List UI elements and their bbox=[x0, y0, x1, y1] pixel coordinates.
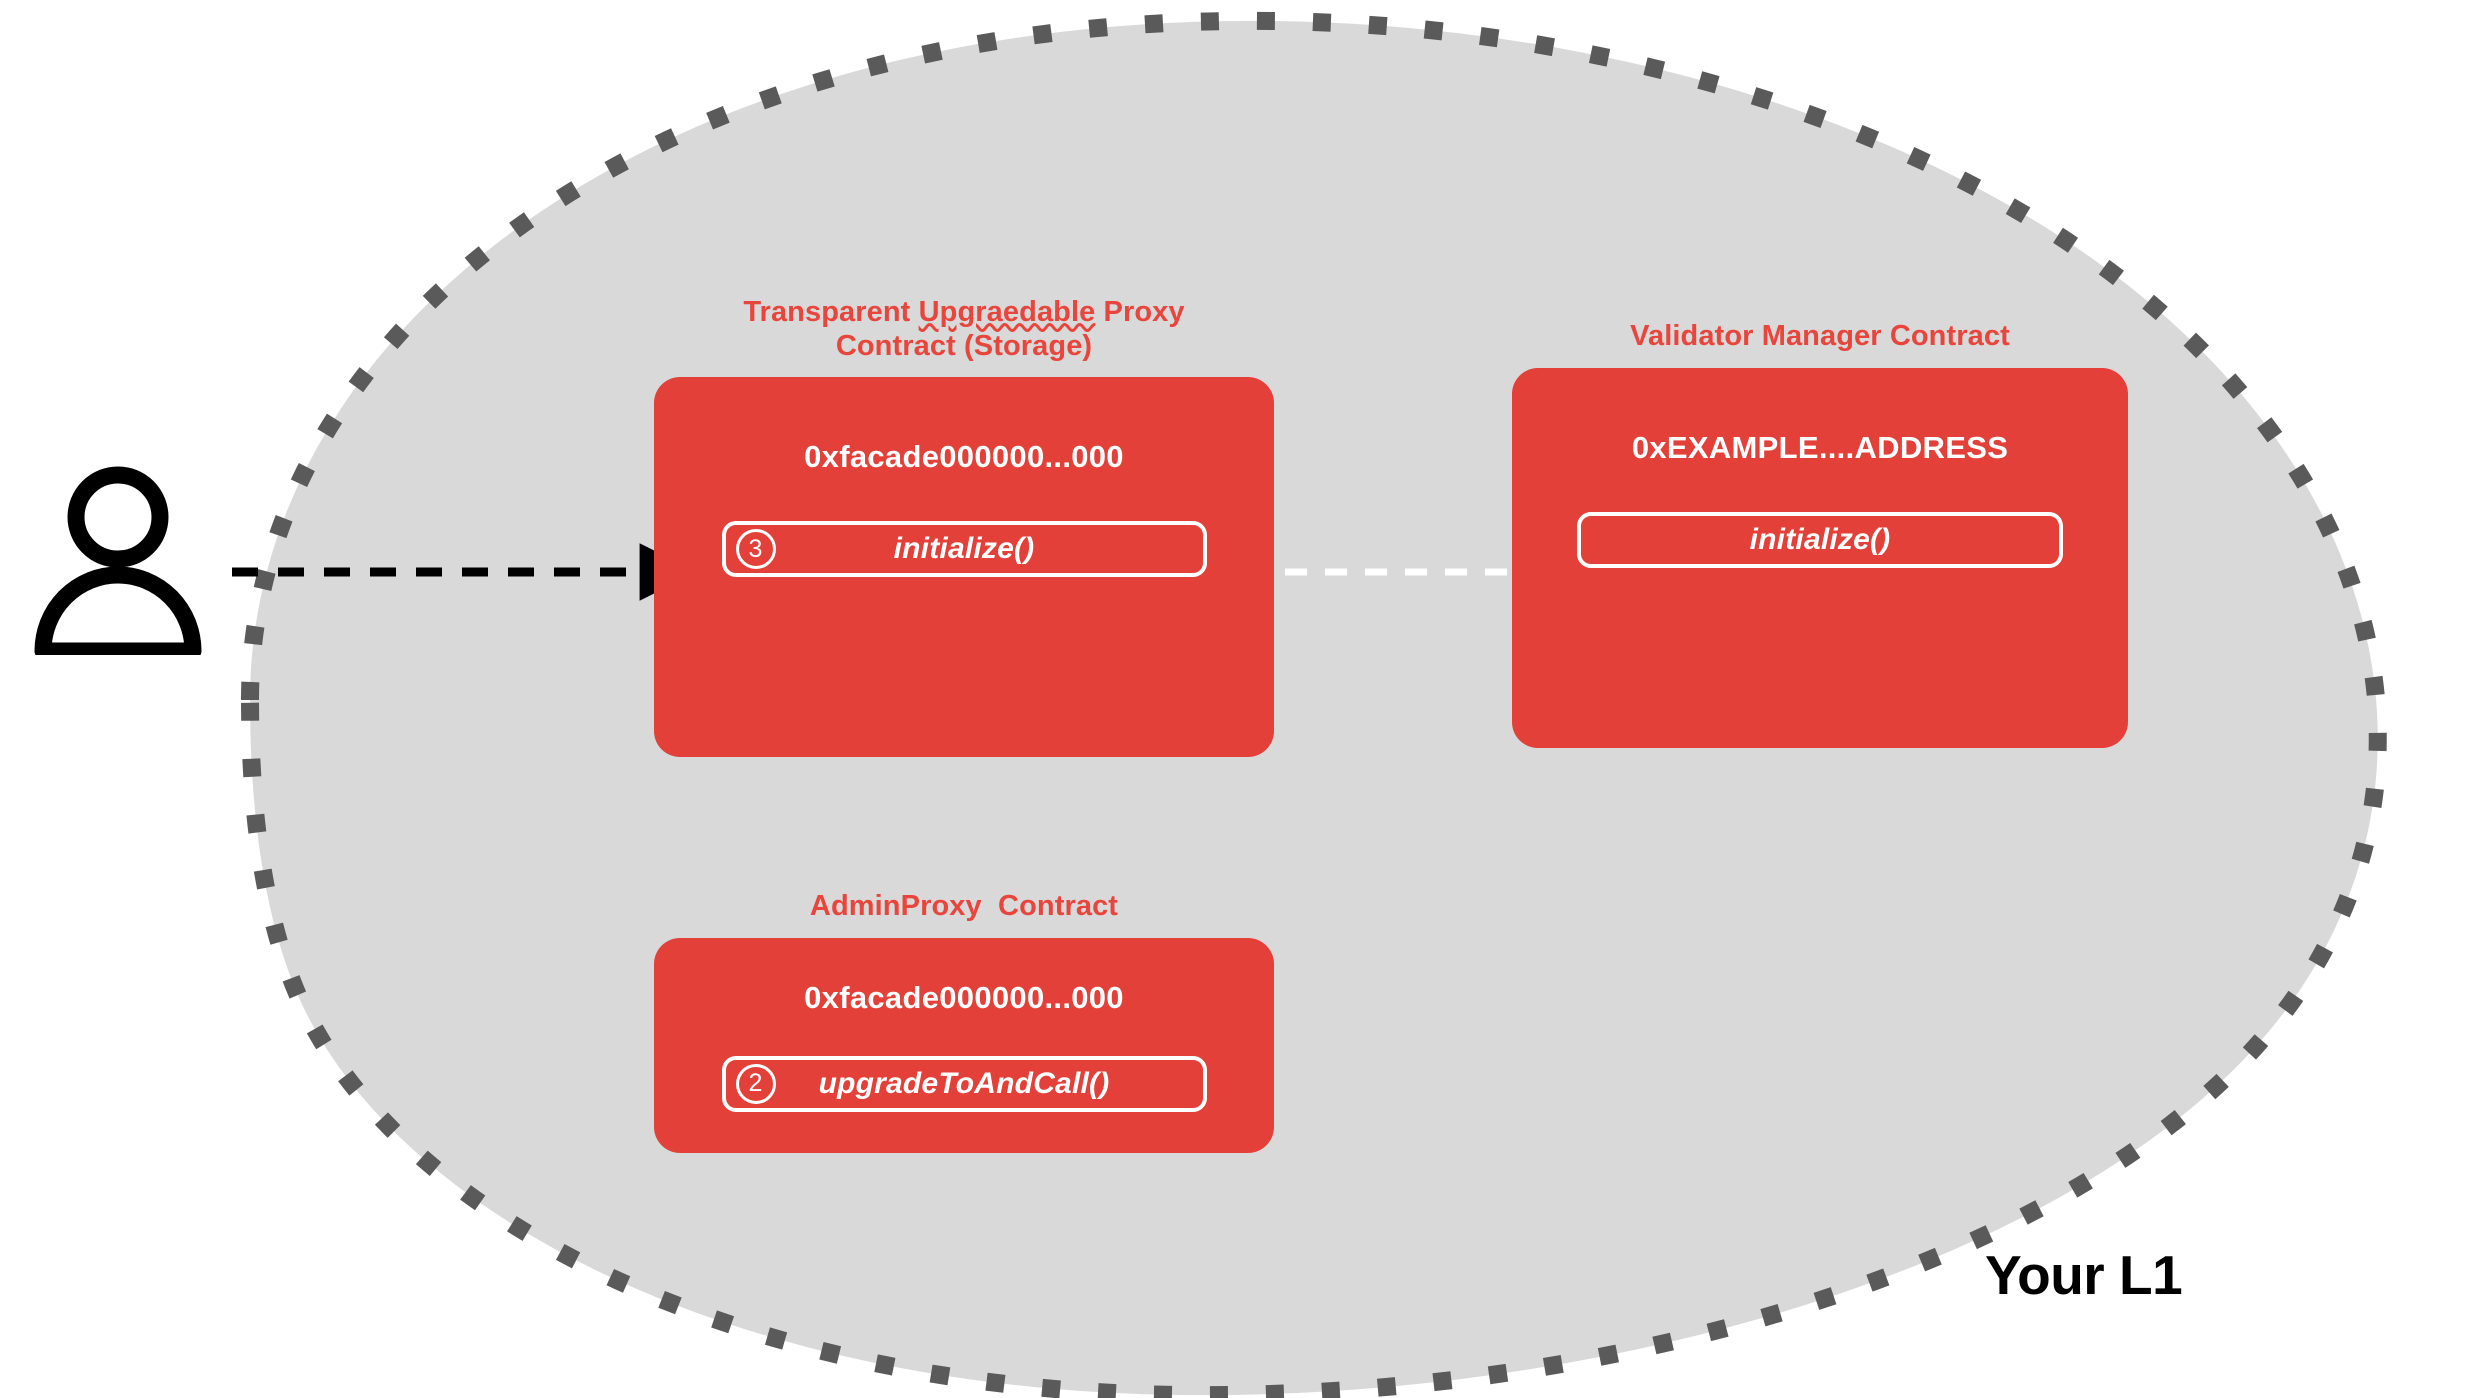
contract-admin-proxy[interactable]: AdminProxy Contract 0xfacade000000...000… bbox=[640, 890, 1288, 1153]
contract-title-validator-manager: Validator Manager Contract bbox=[1630, 320, 2010, 352]
contract-address-validator-manager: 0xEXAMPLE....ADDRESS bbox=[1631, 429, 2009, 465]
contract-box-proxy: 0xfacade000000...000 3 initialize() bbox=[654, 377, 1274, 758]
contract-title-admin-proxy: AdminProxy Contract bbox=[809, 890, 1119, 922]
title-suffix: Proxy bbox=[1095, 296, 1185, 328]
function-initialize-proxy[interactable]: 3 initialize() bbox=[721, 521, 1207, 578]
function-name: initialize() bbox=[1749, 522, 1891, 556]
title-misspelled-word: Upgraedable bbox=[918, 296, 1096, 328]
step-badge-3: 3 bbox=[735, 529, 776, 570]
contract-address-proxy: 0xfacade000000...000 bbox=[804, 439, 1124, 475]
function-name: upgradeToAndCall() bbox=[818, 1066, 1110, 1100]
title-prefix: Transparent bbox=[743, 296, 919, 328]
step-badge-2: 2 bbox=[735, 1063, 776, 1104]
function-row-validator-manager: initialize() bbox=[1512, 511, 2128, 568]
function-upgrade-to-and-call[interactable]: 2 upgradeToAndCall() bbox=[721, 1055, 1207, 1112]
function-row-admin-proxy: 2 upgradeToAndCall() bbox=[654, 1055, 1274, 1112]
function-name: initialize() bbox=[893, 532, 1035, 566]
title-line2: Contract (Storage) bbox=[835, 329, 1093, 362]
contract-box-validator-manager: 0xEXAMPLE....ADDRESS initialize() bbox=[1512, 367, 2128, 748]
contract-box-admin-proxy: 0xfacade000000...000 2 upgradeToAndCall(… bbox=[654, 937, 1274, 1153]
function-row-proxy: 3 initialize() bbox=[654, 521, 1274, 578]
function-initialize-validator-manager[interactable]: initialize() bbox=[1577, 511, 2063, 568]
contract-address-admin-proxy: 0xfacade000000...000 bbox=[804, 979, 1124, 1015]
user-icon bbox=[34, 466, 202, 655]
environment-label: Your L1 bbox=[1985, 1244, 2183, 1306]
contract-validator-manager[interactable]: Validator Manager Contract 0xEXAMPLE....… bbox=[1470, 320, 2170, 748]
